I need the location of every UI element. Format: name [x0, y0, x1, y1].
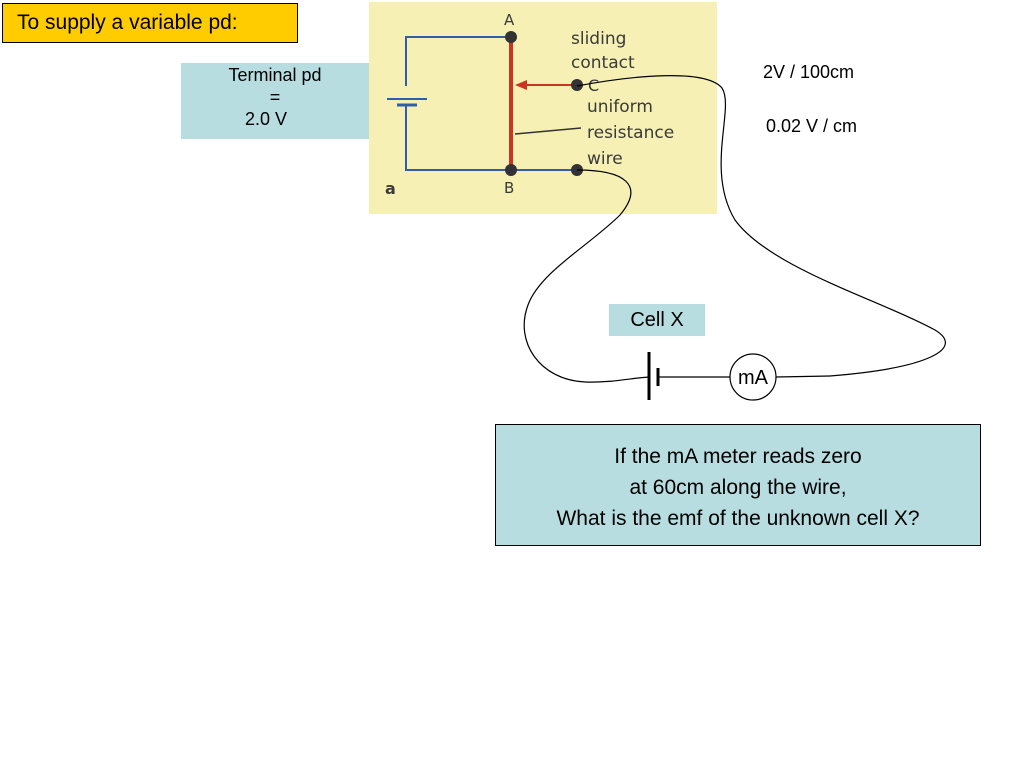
- wire-pointer-line: [514, 127, 582, 135]
- terminal-b-dot: [505, 164, 517, 176]
- figure-letter: a: [385, 179, 396, 198]
- label-c: C: [588, 76, 599, 95]
- label-contact: contact: [571, 53, 635, 73]
- sliding-contact-arrowhead: [515, 80, 527, 90]
- circuit-bottom-wire: [405, 114, 577, 171]
- terminal-c-dot: [571, 79, 583, 91]
- potentiometer-figure: A B C sliding contact uniform resistance…: [369, 2, 717, 214]
- meter-to-lead-wire: [775, 375, 831, 378]
- terminal-pd-label: Terminal pd: [228, 65, 322, 85]
- terminal-pd-equals: =: [269, 87, 281, 107]
- lead-from-sliding-contact: [576, 75, 946, 377]
- ratio-note-1: 2V / 100cm: [763, 62, 855, 82]
- slide-title-text: To supply a variable pd:: [17, 11, 238, 34]
- question-box: If the mA meter reads zero at 60cm along…: [495, 424, 981, 546]
- slide-title: To supply a variable pd:: [2, 3, 298, 43]
- lead-from-b-terminal: [523, 169, 650, 383]
- question-line-1: If the mA meter reads zero: [614, 445, 862, 468]
- potentiometer-figure-svg: A B C sliding contact uniform resistance…: [385, 11, 674, 198]
- terminal-pd-box: Terminal pd = 2.0 V: [181, 63, 369, 139]
- label-b: B: [504, 179, 514, 197]
- terminal-a-dot: [505, 31, 517, 43]
- cell-x-label: Cell X: [630, 309, 684, 331]
- milliammeter-label: mA: [738, 367, 769, 389]
- label-resistance: resistance: [587, 123, 674, 143]
- question-line-3: What is the emf of the unknown cell X?: [556, 507, 920, 530]
- label-sliding: sliding: [571, 29, 626, 49]
- cell-x-label-box: Cell X: [609, 304, 705, 336]
- label-a: A: [504, 11, 515, 29]
- terminal-pd-value: 2.0 V: [245, 109, 288, 129]
- ratio-note-2: 0.02 V / cm: [766, 116, 858, 136]
- circuit-top-wire: [405, 36, 511, 86]
- label-uniform: uniform: [587, 97, 653, 117]
- label-wire: wire: [587, 149, 623, 169]
- question-line-2: at 60cm along the wire,: [629, 476, 847, 499]
